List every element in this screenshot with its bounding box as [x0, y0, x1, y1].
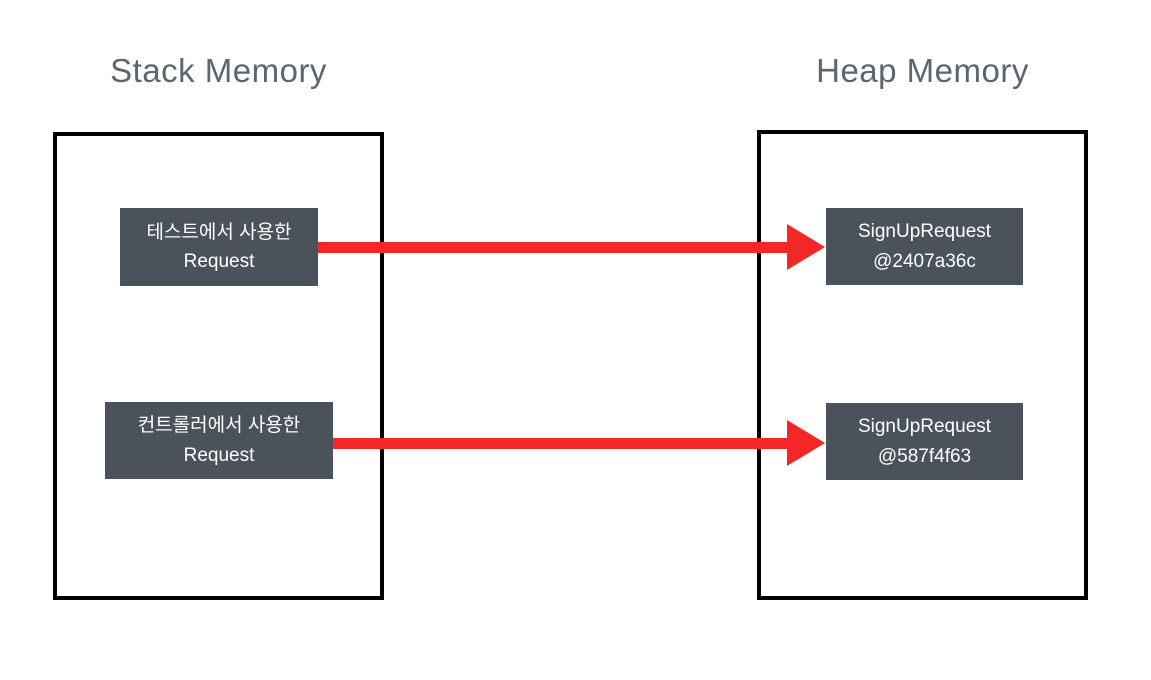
heap-object-2407a36c-label-line2: @2407a36c	[873, 250, 976, 272]
reference-arrow-test-to-heap	[318, 224, 825, 270]
reference-arrow-controller-to-heap	[333, 420, 825, 466]
heap-memory-title: Heap Memory	[816, 52, 1029, 89]
heap-object-587f4f63-label-line2: @587f4f63	[877, 445, 972, 467]
heap-object-2407a36c-label-line1: SignUpRequest	[857, 221, 992, 243]
heap-object-587f4f63: SignUpRequest @587f4f63	[826, 403, 1023, 480]
stack-frame-controller-request-label-line2: Request	[183, 444, 255, 466]
stack-frame-test-request-label-line1: 테스트에서 사용한	[146, 221, 292, 243]
stack-memory-container	[53, 132, 384, 600]
heap-object-2407a36c: SignUpRequest @2407a36c	[826, 208, 1023, 285]
arrow-shaft	[318, 241, 791, 253]
arrow-head-icon	[787, 420, 825, 466]
stack-memory-title: Stack Memory	[110, 52, 327, 89]
stack-frame-controller-request-label-line1: 컨트롤러에서 사용한	[137, 415, 301, 437]
arrow-shaft	[333, 437, 791, 449]
stack-frame-test-request-label-line2: Request	[183, 251, 255, 272]
heap-memory-container	[757, 130, 1088, 600]
arrow-head-icon	[787, 224, 825, 270]
heap-object-587f4f63-label-line1: SignUpRequest	[857, 416, 992, 438]
stack-frame-controller-request: 컨트롤러에서 사용한 Request	[105, 402, 333, 479]
stack-frame-test-request: 테스트에서 사용한 Request	[120, 208, 318, 286]
